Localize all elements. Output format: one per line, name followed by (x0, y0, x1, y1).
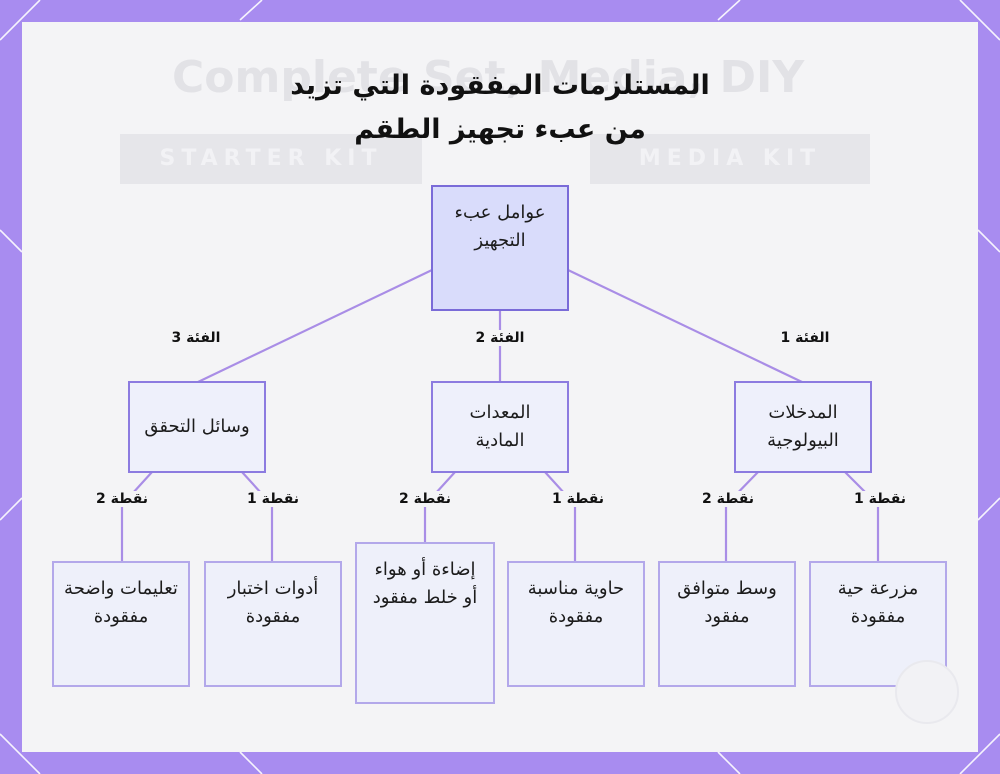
node-leaf-cat3-point2: تعليمات واضحة مفقودة (52, 561, 190, 687)
node-leaf-cat2-point1: حاوية مناسبة مفقودة (507, 561, 645, 687)
edge-label-cat2-point1: نقطة 1 (548, 491, 608, 507)
edge-label-category-2: الفئة 2 (472, 330, 528, 346)
edge-cat2-leaf2 (423, 471, 456, 543)
node-category-2: المعدات المادية (431, 381, 569, 473)
watermark-badge-icon (895, 660, 959, 724)
node-leaf-cat1-point2: وسط متوافق مفقود (658, 561, 796, 687)
edge-label-category-3: الفئة 3 (168, 330, 224, 346)
background-heading: Complete Set, Media, DIY (172, 52, 805, 103)
edge-cat3-leaf2 (120, 471, 153, 562)
edge-label-cat1-point2: نقطة 2 (698, 491, 758, 507)
edge-label-cat2-point2: نقطة 2 (395, 491, 455, 507)
edge-label-category-1: الفئة 1 (777, 330, 833, 346)
edge-cat1-leaf2 (724, 471, 759, 562)
node-root: عوامل عبء التجهيز (431, 185, 569, 311)
background-bar-left: STARTER KIT (120, 134, 422, 184)
node-category-1: المدخلات البيولوجية (734, 381, 872, 473)
edge-label-cat3-point1: نقطة 1 (243, 491, 303, 507)
edge-cat2-leaf1 (544, 471, 577, 562)
edge-root-cat1 (567, 269, 803, 383)
node-category-3: وسائل التحقق (128, 381, 266, 473)
diagram-title: المستلزمات المفقودة التي تزيد من عبء تجه… (22, 64, 978, 152)
node-leaf-cat2-point2: إضاءة أو هواء أو خلط مفقود (355, 542, 495, 704)
title-line-2: من عبء تجهيز الطقم (354, 114, 646, 145)
background-bar-right: MEDIA KIT (590, 134, 870, 184)
edge-cat1-leaf1 (844, 471, 880, 562)
edge-label-cat3-point2: نقطة 2 (92, 491, 152, 507)
edge-cat3-leaf1 (241, 471, 274, 562)
edge-label-cat1-point1: نقطة 1 (850, 491, 910, 507)
title-line-1: المستلزمات المفقودة التي تزيد (290, 70, 710, 101)
node-leaf-cat3-point1: أدوات اختبار مفقودة (204, 561, 342, 687)
edge-root-cat3 (197, 269, 433, 383)
